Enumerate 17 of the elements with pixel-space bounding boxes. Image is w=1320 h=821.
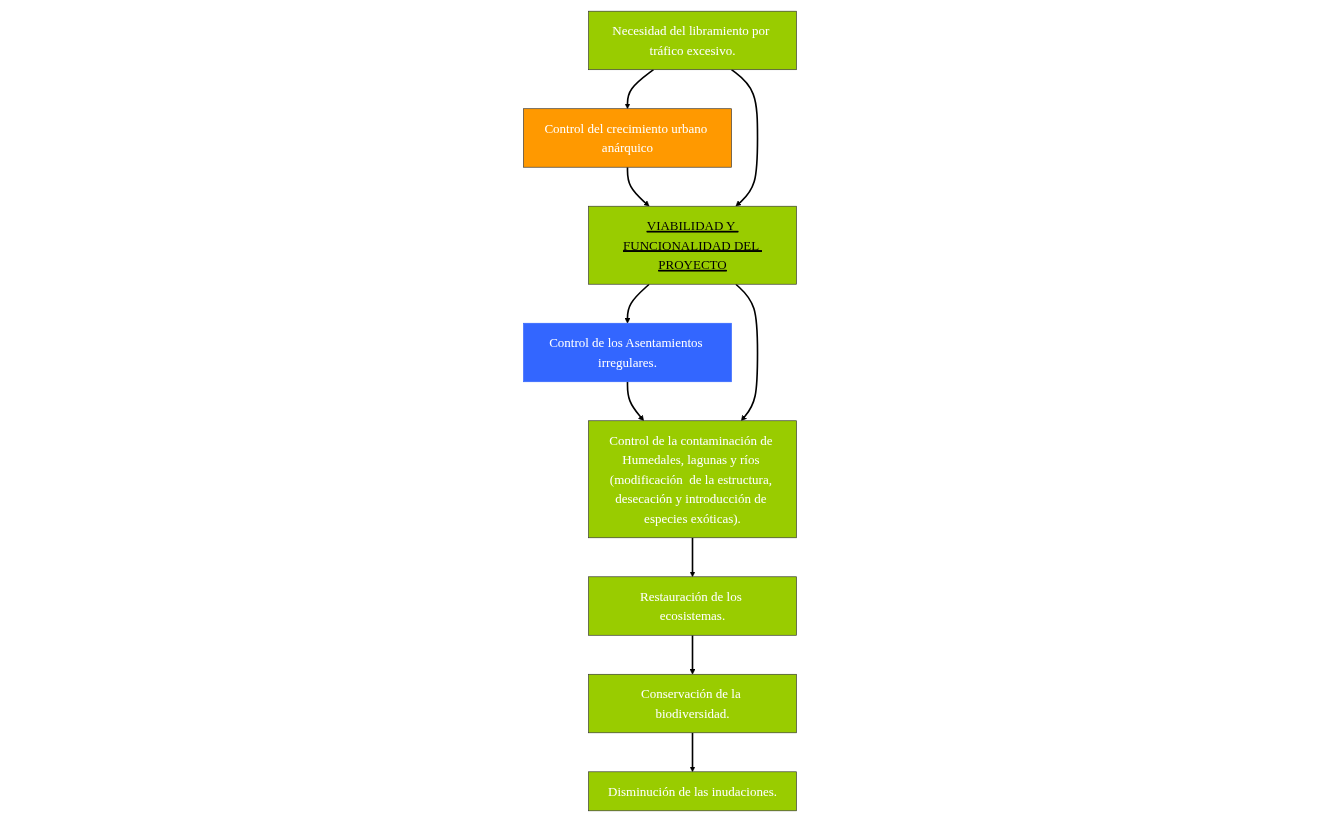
node-box: Conservación de la biodiversidad. bbox=[588, 673, 797, 733]
node-box: Restauración de los ecosistemas. bbox=[588, 575, 797, 636]
node-box: Control de los Asentamientos irregulares. bbox=[523, 322, 732, 382]
arrow bbox=[689, 633, 696, 675]
node-box: Necesidad del libramiento por tráfico excesivo. bbox=[588, 10, 797, 70]
arrow bbox=[689, 731, 696, 772]
arrow bbox=[735, 282, 759, 421]
arrow bbox=[624, 68, 655, 109]
node-box: Disminución de las inudaciones. bbox=[588, 770, 797, 811]
node-box: Control de la contaminación de Humedales, lagunas y ríos (modificación de la estructura, desecación y introducción de especies exóticas). bbox=[588, 419, 797, 538]
arrow bbox=[626, 380, 644, 421]
node-box: VIABILIDAD Y FUNCIONALIDAD DEL PROYECTO bbox=[588, 205, 797, 285]
node-box: Control del crecimiento urbano anárquico bbox=[523, 107, 732, 168]
arrow bbox=[730, 68, 759, 206]
arrow bbox=[689, 536, 696, 577]
arrow bbox=[626, 165, 650, 206]
arrow bbox=[624, 282, 650, 323]
